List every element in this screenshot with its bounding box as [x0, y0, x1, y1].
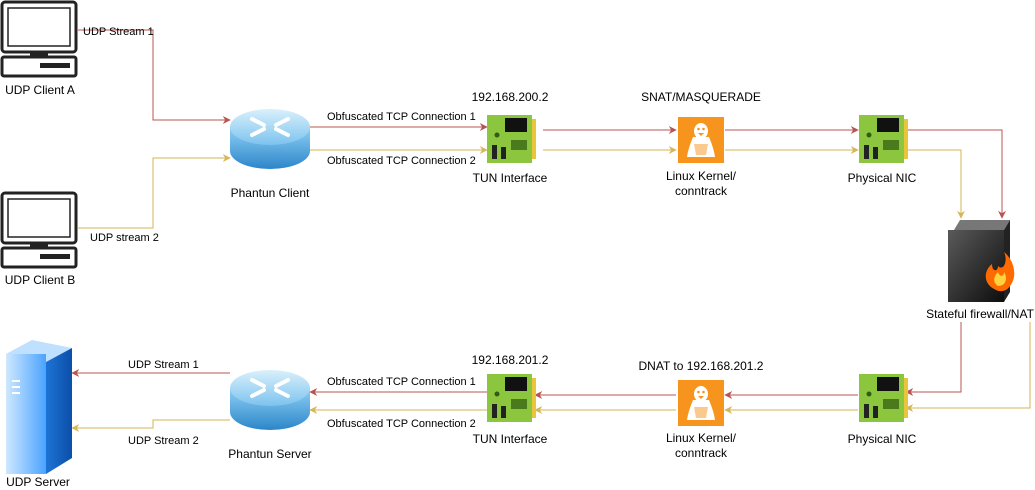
edge-nic-top-to-firewall-1 — [903, 129, 1006, 219]
connectors — [71, 29, 1031, 432]
kernel-top-label-line1: Linux Kernel/ — [666, 169, 737, 183]
computer-icon — [0, 191, 78, 269]
node-label-phantun-server: Phantun Server — [228, 447, 311, 461]
node-physical-nic-bottom: Physical NIC — [848, 374, 917, 446]
edge-label-tcp-conn-2-bottom: Obfuscated TCP Connection 2 — [327, 418, 476, 430]
network-card-icon — [487, 374, 536, 422]
edge-label-udp-stream-2-top: UDP stream 2 — [90, 232, 159, 244]
node-linux-kernel-top: SNAT/MASQUERADE Linux Kernel/ conntrack — [641, 90, 761, 198]
tun-bottom-ip: 192.168.201.2 — [472, 353, 549, 367]
edge-client-b-to-phantun-client — [78, 154, 231, 229]
edge-labels: UDP Stream 1 UDP stream 2 Obfuscated TCP… — [83, 26, 476, 447]
node-udp-client-a: UDP Client A — [0, 0, 78, 97]
node-udp-server: UDP Server — [6, 340, 72, 489]
node-label-server: UDP Server — [6, 475, 70, 489]
edge-label-tcp-conn-2-top: Obfuscated TCP Connection 2 — [327, 155, 476, 167]
edge-label-udp-stream-1-bottom: UDP Stream 1 — [128, 359, 199, 371]
node-label-phantun-client: Phantun Client — [231, 186, 310, 200]
node-udp-client-b: UDP Client B — [0, 191, 78, 287]
network-card-icon — [487, 115, 536, 163]
computer-icon — [0, 0, 78, 78]
kernel-bottom-label-line1: Linux Kernel/ — [666, 431, 737, 445]
firewall-icon — [948, 220, 1015, 302]
router-icon — [230, 109, 310, 169]
node-tun-interface-top: 192.168.200.2 TUN Interface — [472, 90, 549, 185]
kernel-bottom-note: DNAT to 192.168.201.2 — [639, 359, 764, 373]
node-label-client-b: UDP Client B — [5, 273, 75, 287]
router-icon — [230, 370, 310, 430]
node-label-firewall: Stateful firewall/NAT — [926, 307, 1034, 321]
linux-tux-icon — [678, 117, 724, 163]
network-card-icon — [859, 374, 908, 422]
node-linux-kernel-bottom: DNAT to 192.168.201.2 Linux Kernel/ conn… — [639, 359, 764, 460]
network-card-icon — [859, 115, 908, 163]
edge-phantun-server-to-server-2 — [71, 419, 230, 432]
tun-top-ip: 192.168.200.2 — [472, 90, 549, 104]
edge-firewall-to-nic-bottom-1 — [905, 322, 962, 396]
node-label-nic-top: Physical NIC — [848, 171, 917, 185]
edge-label-tcp-conn-1-top: Obfuscated TCP Connection 1 — [327, 111, 476, 123]
node-phantun-server: Phantun Server — [228, 370, 312, 461]
edge-label-udp-stream-2-bottom: UDP Stream 2 — [128, 435, 199, 447]
edge-nic-top-to-firewall-2 — [903, 149, 965, 219]
node-physical-nic-top: Physical NIC — [848, 115, 917, 185]
kernel-bottom-label-line2: conntrack — [675, 446, 728, 460]
node-stateful-firewall: Stateful firewall/NAT — [926, 220, 1035, 321]
linux-tux-icon — [678, 380, 724, 426]
kernel-top-note: SNAT/MASQUERADE — [641, 90, 761, 104]
kernel-top-label-line2: conntrack — [675, 184, 728, 198]
edge-label-udp-stream-1-top: UDP Stream 1 — [83, 26, 154, 38]
node-label-tun-bottom: TUN Interface — [473, 432, 548, 446]
node-label-client-a: UDP Client A — [5, 83, 75, 97]
server-icon — [6, 340, 72, 474]
node-phantun-client: Phantun Client — [230, 109, 310, 200]
node-tun-interface-bottom: 192.168.201.2 TUN Interface — [472, 353, 549, 446]
edge-client-a-to-phantun-client — [78, 29, 231, 124]
node-label-tun-top: TUN Interface — [473, 171, 548, 185]
node-label-nic-bottom: Physical NIC — [848, 432, 917, 446]
edge-label-tcp-conn-1-bottom: Obfuscated TCP Connection 1 — [327, 376, 476, 388]
edge-firewall-to-nic-bottom-2 — [905, 322, 1031, 412]
